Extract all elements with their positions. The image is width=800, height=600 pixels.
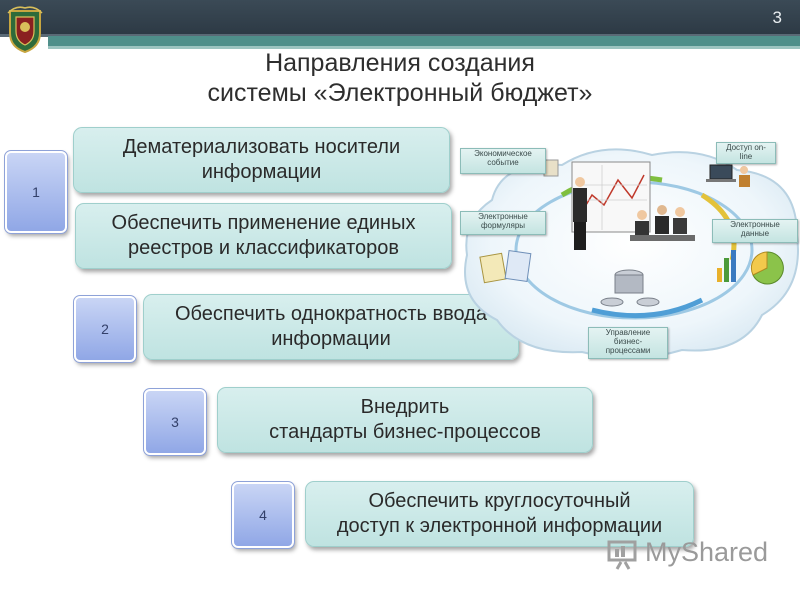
label-bp-management-line-2: бизнес- xyxy=(613,337,643,346)
online-person-body xyxy=(739,175,750,187)
presenter-legs xyxy=(574,222,586,250)
label-economic-event: Экономическое событие xyxy=(460,148,546,174)
presenter-head xyxy=(575,177,585,187)
system-diagram xyxy=(464,148,799,360)
online-laptop xyxy=(709,164,733,180)
page-number: 3 xyxy=(772,8,782,27)
person-3-body xyxy=(655,216,669,234)
label-e-data: Электронные данные xyxy=(712,219,798,243)
person-4-head xyxy=(675,207,685,217)
label-e-forms: Электронные формуляры xyxy=(460,211,546,235)
goal-box-single-input: Обеспечить однократность ввода информаци… xyxy=(143,294,519,360)
label-economic-event-line-1: Экономическое xyxy=(474,149,532,158)
goal-box-standards-line-1: Внедрить xyxy=(360,396,450,418)
label-online-access: Доступ on- line xyxy=(716,142,776,164)
label-e-forms-line-2: формуляры xyxy=(480,221,526,230)
goal-box-dematerialize-line-1: Дематериализовать носители xyxy=(122,136,401,158)
label-economic-event-line-2: событие xyxy=(487,158,519,167)
e-form-doc-2 xyxy=(504,250,532,282)
whiteboard-grid xyxy=(577,165,647,230)
cycle-arrow-blue xyxy=(591,297,704,319)
goal-box-24h-access-line-2: доступ к электронной информации xyxy=(336,515,663,537)
goal-box-registers: Обеспечить применение единых реестров и … xyxy=(75,203,452,269)
number-badge-4: 4 xyxy=(231,481,295,549)
database-right xyxy=(636,297,660,307)
goal-box-dematerialize: Дематериализовать носители информации xyxy=(73,127,450,193)
goal-box-24h-access-line-1: Обеспечить круглосуточный xyxy=(368,490,631,512)
title-line-2: системы «Электронный бюджет» xyxy=(207,79,593,107)
number-1-label: 1 xyxy=(32,184,40,200)
label-online-access-line-2: line xyxy=(739,152,753,161)
goal-box-dematerialize-line-2: информации xyxy=(201,161,322,183)
label-bp-management-line-1: Управление xyxy=(605,328,651,337)
label-e-forms-line-1: Электронные xyxy=(478,212,528,221)
goal-box-single-input-line-1: Обеспечить однократность ввода xyxy=(175,303,487,325)
data-bar-2 xyxy=(724,258,729,282)
person-3-head xyxy=(657,205,667,215)
label-bp-management-line-3: процессами xyxy=(605,346,651,355)
person-2-head xyxy=(637,210,647,220)
goal-box-standards-line-2: стандарты бизнес-процессов xyxy=(269,421,541,443)
e-form-doc-1 xyxy=(479,252,507,284)
database-left xyxy=(600,297,624,307)
meeting-table xyxy=(630,235,695,241)
number-badge-2: 2 xyxy=(73,295,137,363)
watermark-logo-icon xyxy=(607,540,637,570)
header-divider xyxy=(0,34,800,37)
title-line-1: Направления создания xyxy=(265,49,535,77)
online-laptop-base xyxy=(706,179,736,182)
number-2-label: 2 xyxy=(101,321,109,337)
header-bar xyxy=(0,0,800,36)
data-pie-slice xyxy=(750,251,768,276)
data-bar-3 xyxy=(731,250,736,282)
header-accent-band xyxy=(48,36,800,46)
goal-box-standards: Внедрить стандарты бизнес-процессов xyxy=(217,387,593,453)
number-badge-1: 1 xyxy=(4,150,68,234)
presenter-body xyxy=(573,188,587,222)
goal-box-single-input-line-2: информации xyxy=(271,328,391,350)
data-bar-1 xyxy=(717,268,722,282)
event-cube xyxy=(543,159,559,177)
number-4-label: 4 xyxy=(259,507,267,523)
online-person-head xyxy=(740,166,748,174)
watermark-text: MyShared xyxy=(645,537,769,567)
person-2-body xyxy=(635,221,649,237)
data-pie xyxy=(752,251,784,285)
emblem-icon xyxy=(7,6,43,53)
label-e-data-line-2: данные xyxy=(740,229,770,238)
database-body xyxy=(614,274,644,294)
header-accent-line xyxy=(48,46,800,49)
goal-box-registers-line-1: Обеспечить применение единых xyxy=(111,212,416,234)
slide-title: Направления создания системы «Электронны… xyxy=(0,48,800,108)
goal-box-24h-access: Обеспечить круглосуточный доступ к элект… xyxy=(305,481,694,547)
label-online-access-line-1: Доступ on- xyxy=(726,143,766,152)
number-3-label: 3 xyxy=(171,414,179,430)
goal-box-registers-line-2: реестров и классификаторов xyxy=(127,237,400,259)
number-badge-3: 3 xyxy=(143,388,207,456)
label-e-data-line-1: Электронные xyxy=(730,220,780,229)
label-bp-management: Управление бизнес- процессами xyxy=(588,327,668,359)
person-4-body xyxy=(673,218,687,234)
whiteboard-chart xyxy=(579,174,645,216)
